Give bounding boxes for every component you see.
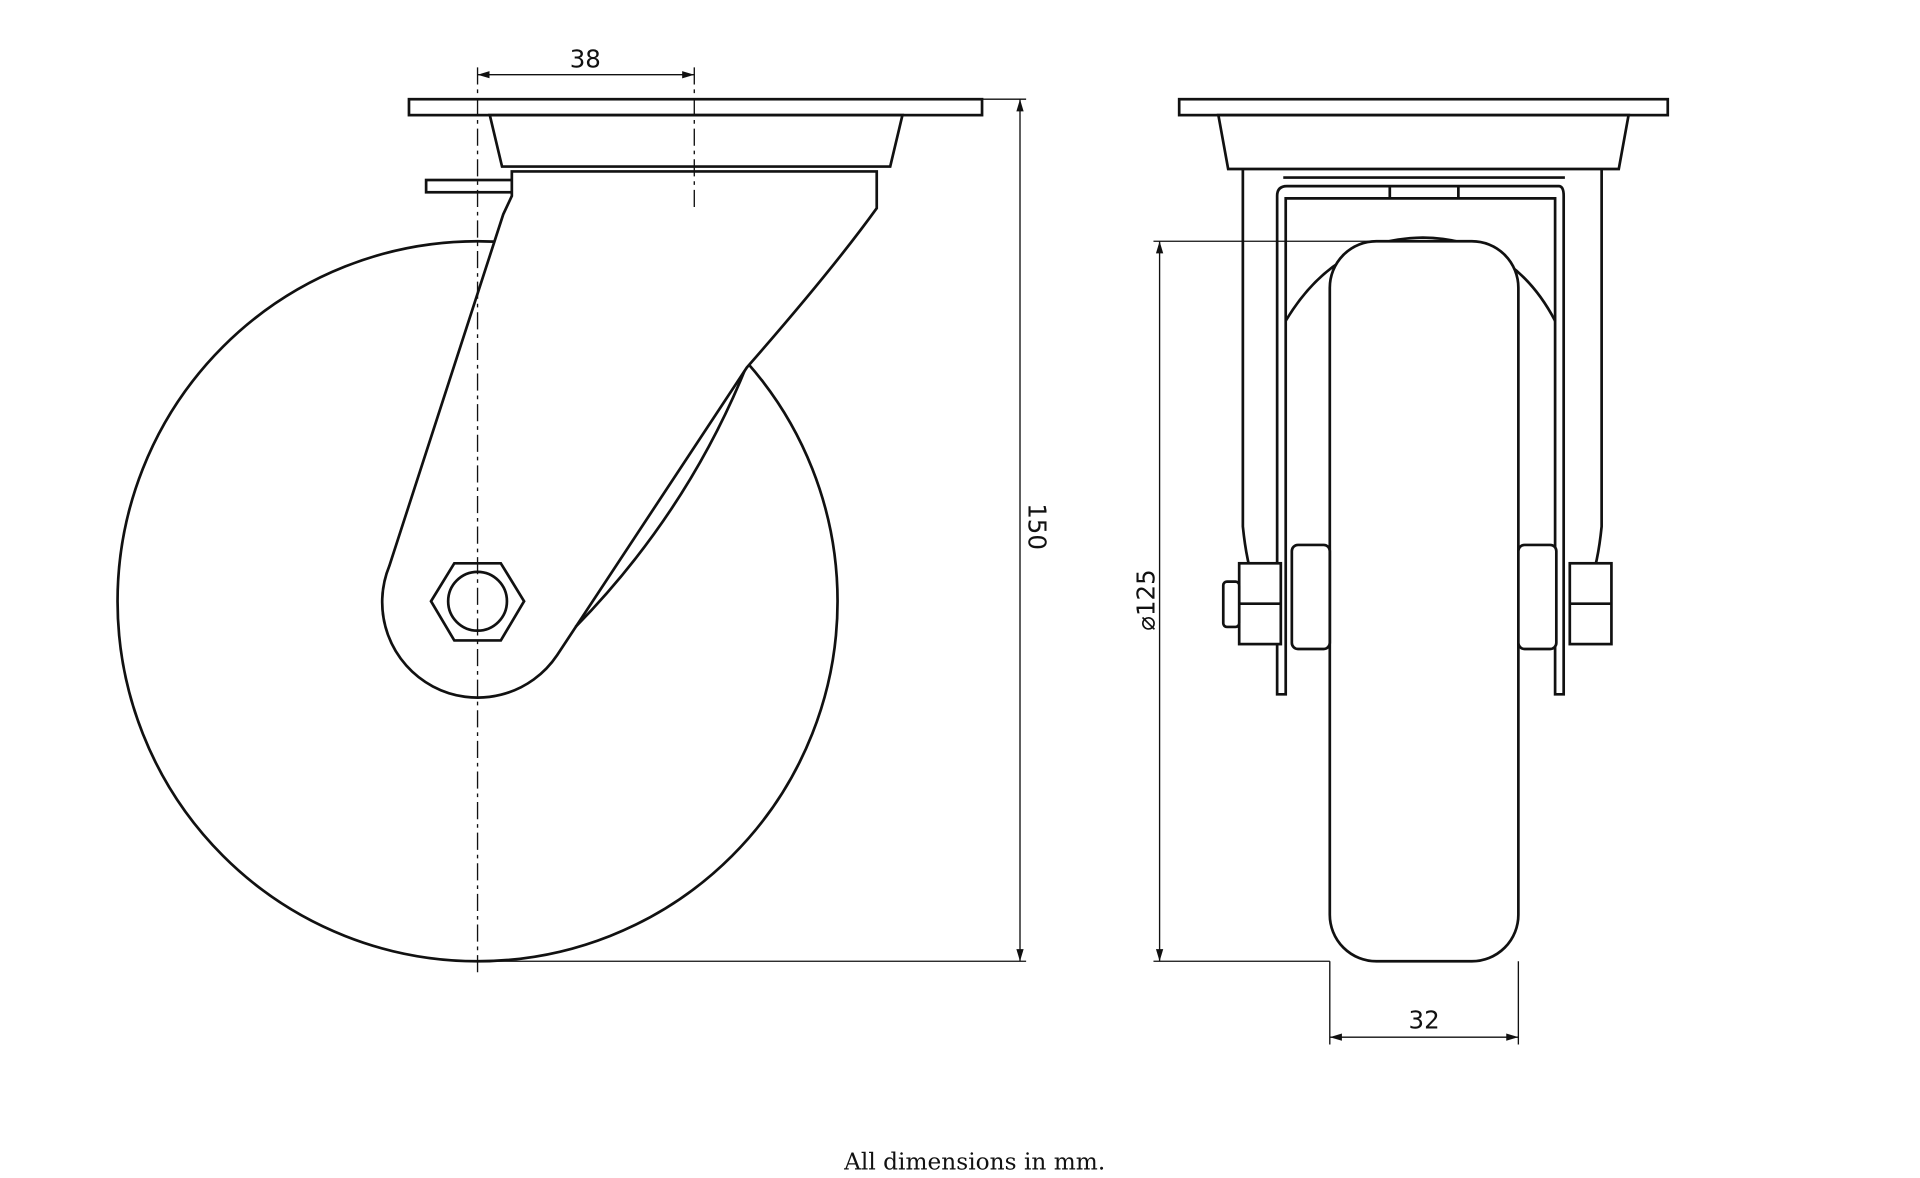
top-plate — [1177, 97, 1670, 117]
dimension-height-label: 150 — [1023, 503, 1052, 550]
wheel-tread — [1328, 239, 1520, 963]
brake-tab — [424, 178, 516, 194]
fork-bracket — [1275, 184, 1566, 696]
fork-leg — [380, 170, 879, 699]
top-plate — [407, 97, 984, 117]
front-view: ⌀125 32 — [1132, 97, 1670, 1045]
bracket-top-rail — [1283, 176, 1565, 199]
dimension-diameter-label: ⌀125 — [1132, 569, 1161, 630]
fork-inner-edge — [574, 370, 746, 628]
hub-right — [1517, 543, 1558, 651]
hub-left — [1290, 543, 1332, 651]
swivel-housing — [1216, 113, 1631, 171]
swivel-housing — [488, 113, 905, 168]
dimension-width-label: 32 — [1409, 1006, 1440, 1035]
bolt-end — [1221, 580, 1241, 629]
hub-arc — [1284, 236, 1557, 322]
dimension-offset-label: 38 — [570, 44, 601, 73]
units-footnote: All dimensions in mm. — [843, 1148, 1105, 1175]
side-view: 38 150 — [116, 44, 1052, 974]
